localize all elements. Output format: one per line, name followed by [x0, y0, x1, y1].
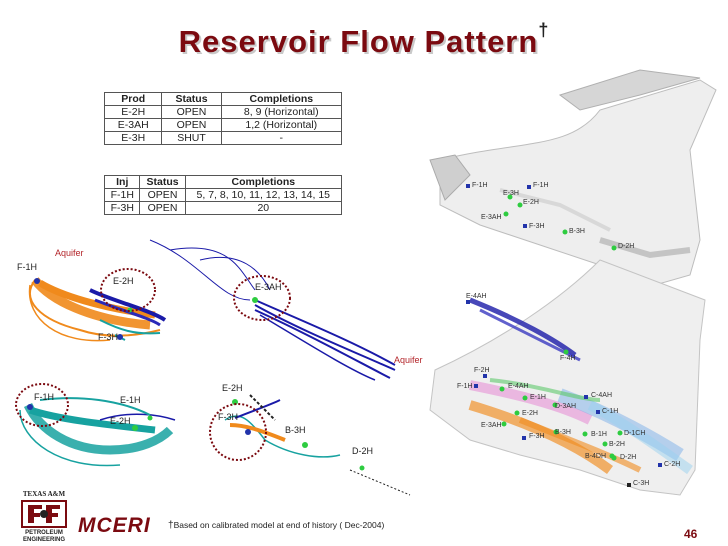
aquifer-label: Aquifer	[394, 355, 423, 365]
logo-emblem-icon	[21, 500, 67, 528]
table-row: E-3H SHUT -	[103, 131, 343, 145]
well-label: C-1H	[602, 408, 619, 415]
well-label: E-4AH	[466, 293, 487, 300]
well-label: F-1H	[34, 392, 54, 402]
well-label: D-3AH	[555, 403, 577, 410]
table-cell: 8, 9 (Horizontal)	[220, 105, 343, 119]
well-label: E-2H	[523, 199, 539, 206]
well-label: F-2H	[474, 367, 490, 374]
table-cell: 20	[184, 201, 343, 215]
mceri-brand: MCERI	[78, 514, 151, 537]
well-label: E-1H	[120, 395, 141, 405]
well-label: E-3AH	[481, 422, 502, 429]
well-label: E-1H	[530, 394, 546, 401]
reservoir-model-bottom	[429, 259, 706, 496]
well-label: F-3H	[98, 332, 118, 342]
title-dagger: †	[538, 20, 550, 40]
well-label: F-1H	[472, 182, 488, 189]
flow-panel-1	[28, 268, 167, 342]
well-label: F-1H	[17, 262, 37, 272]
well-label: D-2H	[352, 446, 374, 456]
table-row: E-3AH OPEN 1,2 (Horizontal)	[103, 118, 343, 132]
flow-panel-4	[209, 394, 411, 496]
texas-am-petroleum-logo: TEXAS A&M PETROLEUM ENGINEERING	[18, 488, 70, 544]
logo-top-text: TEXAS A&M	[22, 490, 66, 498]
injectors-table: Inj Status Completions F-1H OPEN 5, 7, 8…	[103, 175, 343, 215]
footnote-dagger: †	[168, 520, 174, 531]
slide-title-text: Reservoir Flow Pattern	[178, 24, 539, 59]
well-label: C-3H	[633, 480, 650, 487]
well-label: E-2H	[522, 410, 538, 417]
table-row: F-1H OPEN 5, 7, 8, 10, 11, 12, 13, 14, 1…	[103, 188, 343, 202]
well-label: F-3H	[218, 412, 238, 422]
table-cell: E-3H	[103, 131, 163, 145]
flow-panel-3	[15, 383, 176, 467]
well-label: C-4AH	[591, 392, 613, 399]
well-markers-top	[466, 184, 617, 251]
table-cell: OPEN	[139, 201, 186, 215]
well-label: F-4H	[560, 355, 576, 362]
well-label: B-3H	[555, 429, 571, 436]
well-label: F-3H	[529, 433, 545, 440]
table-row: F-3H OPEN 20	[103, 201, 343, 215]
footnote: †Based on calibrated model at end of his…	[168, 520, 384, 531]
table-cell: F-3H	[103, 201, 141, 215]
well-label: E-3H	[503, 190, 519, 197]
well-label: E-2H	[110, 416, 131, 426]
logo-bottom-text: ENGINEERING	[22, 537, 65, 543]
table-cell: OPEN	[139, 188, 186, 202]
table-cell: F-1H	[103, 188, 141, 202]
table-cell: 1,2 (Horizontal)	[220, 118, 343, 132]
well-label: F-3H	[529, 223, 545, 230]
well-label: E-2H	[113, 276, 134, 286]
well-label: B-3H	[569, 228, 585, 235]
well-label: B-2H	[609, 441, 625, 448]
logo-bottom-text: PETROLEUM	[25, 530, 63, 536]
well-label: D-2H	[620, 454, 637, 461]
producers-table: Prod Status Completions E-2H OPEN 8, 9 (…	[103, 92, 343, 145]
well-label: D-2H	[618, 243, 635, 250]
aquifer-label: Aquifer	[55, 248, 84, 258]
well-label: B-1H	[591, 431, 607, 438]
reservoir-model-top	[429, 69, 717, 286]
flow-panel-2	[149, 239, 396, 381]
well-label: C-2H	[664, 461, 681, 468]
well-label: E-3AH	[255, 282, 282, 292]
well-label: D-1CH	[624, 430, 646, 437]
well-label: F-1H	[533, 182, 549, 189]
well-label: E-3AH	[481, 214, 502, 221]
table-cell: OPEN	[161, 118, 222, 132]
well-label: E-2H	[222, 383, 243, 393]
well-label: E-4AH	[508, 383, 529, 390]
well-markers-bottom	[466, 300, 662, 487]
well-label: B-4DH	[585, 453, 607, 460]
footnote-text: Based on calibrated model at end of hist…	[173, 520, 385, 530]
page-number: 46	[684, 527, 698, 541]
table-cell: -	[220, 131, 343, 145]
well-label: F-1H	[457, 383, 473, 390]
well-label: B-3H	[285, 425, 306, 435]
slide-title: Reservoir Flow Pattern†	[0, 20, 728, 60]
